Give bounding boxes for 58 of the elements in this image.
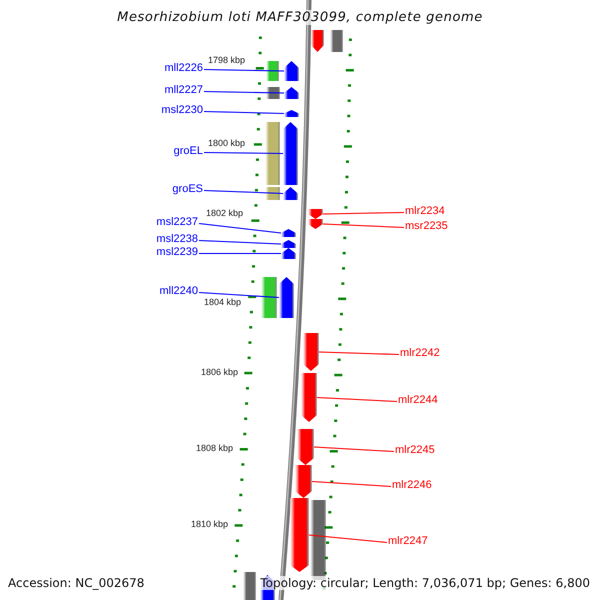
scale-label: 1802 kbp: [206, 208, 244, 218]
gene-label: groEL: [174, 145, 203, 158]
gene-feature: [301, 373, 317, 422]
gene-label: msl2230: [161, 104, 203, 117]
gene-feature: [284, 110, 299, 117]
gene-label: mll2227: [164, 84, 203, 97]
gene-label: mlr2234: [405, 205, 445, 218]
gene-feature: [279, 277, 294, 318]
leader-line: [314, 446, 394, 452]
leader-line: [204, 190, 284, 194]
gene-label: mlr2247: [388, 535, 428, 548]
leader-line: [308, 534, 388, 543]
gene-label: msr2235: [405, 220, 448, 233]
gene-feature: [281, 229, 296, 237]
leader-line: [204, 91, 284, 94]
leader-line: [316, 397, 398, 402]
leader-line: [312, 481, 392, 487]
scale-label: 1800 kbp: [208, 138, 246, 148]
scale-label: 1798 kbp: [208, 55, 246, 65]
gene-label: msl2239: [156, 246, 198, 259]
gene-label: mlr2245: [395, 444, 435, 457]
scale-label: 1810 kbp: [191, 519, 228, 529]
footer-note: Topology: circular; Length: 7,036,071 bp; Genes: 6,800: [260, 576, 590, 590]
leader-line: [204, 69, 284, 72]
gene-label: mlr2246: [392, 479, 432, 492]
gene-feature: [284, 61, 299, 81]
gene-label: mlr2242: [400, 347, 440, 360]
gene-feature: [303, 333, 319, 371]
gene-feature: [311, 30, 324, 52]
scale-label: 1806 kbp: [201, 367, 238, 377]
gene-label: msl2238: [156, 233, 198, 246]
gene-feature: [283, 122, 298, 185]
gene-label: msl2237: [156, 216, 198, 229]
gene-label: mll2240: [159, 285, 198, 298]
leader-line: [318, 352, 400, 355]
leader-line: [198, 253, 282, 254]
footer-note: Accession: NC_002678: [8, 576, 144, 590]
leader-line: [322, 224, 404, 228]
scale-label: 1804 kbp: [204, 297, 242, 307]
gene-feature: [295, 465, 312, 498]
scale-label: 1808 kbp: [196, 443, 234, 453]
leader-line: [198, 223, 282, 234]
leader-line: [198, 292, 280, 298]
gene-label: groES: [172, 183, 203, 196]
gene-label: mll2226: [164, 62, 203, 75]
gene-feature: [308, 209, 323, 219]
chart-title: Mesorhizobium loti MAFF303099, complete genome: [117, 10, 483, 25]
gene-feature: [297, 429, 314, 465]
gene-feature: [281, 240, 296, 248]
gene-feature: [283, 187, 298, 200]
leader-line: [322, 212, 404, 214]
gene-feature: [281, 248, 296, 259]
gene-feature: [284, 87, 299, 99]
leader-line: [198, 240, 282, 244]
gene-label: mlr2244: [398, 394, 438, 407]
gene-feature: [308, 219, 323, 229]
leader-line: [204, 152, 284, 154]
leader-line: [204, 111, 284, 114]
